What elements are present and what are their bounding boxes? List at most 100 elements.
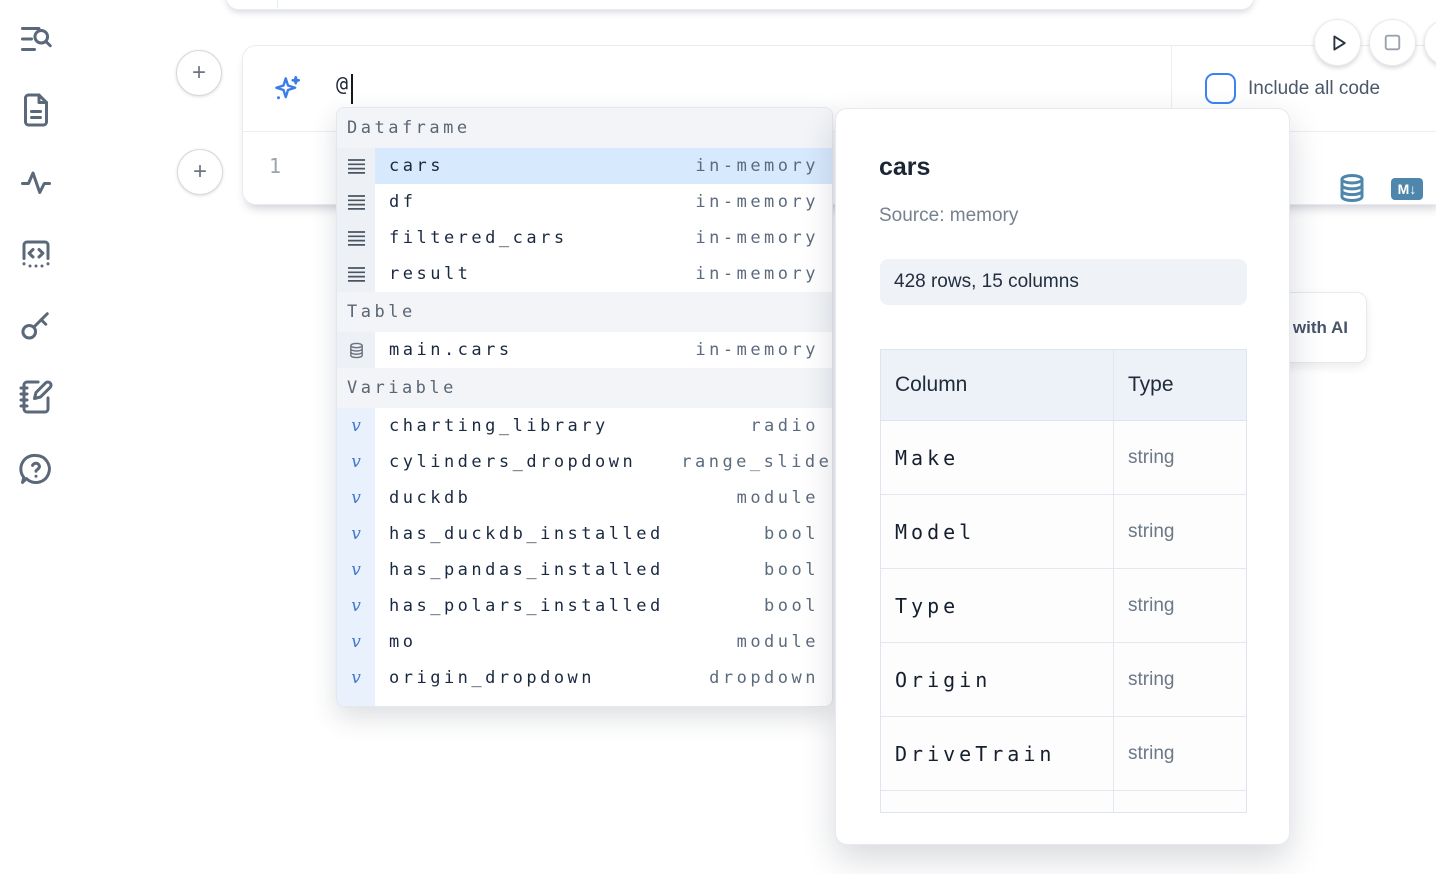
autocomplete-item[interactable]: v mo module xyxy=(337,624,832,660)
variable-icon: v xyxy=(351,488,361,508)
autocomplete-item[interactable]: v cylinders_dropdown range_slider xyxy=(337,444,832,480)
item-name: cars xyxy=(389,156,444,176)
autocomplete-item[interactable]: v has_pandas_installed bool xyxy=(337,552,832,588)
markdown-icon[interactable]: M↓ xyxy=(1391,178,1423,200)
item-type: bool xyxy=(764,596,819,616)
add-cell-button-bottom[interactable]: + xyxy=(177,149,223,195)
autocomplete-item[interactable]: v has_polars_installed bool xyxy=(337,588,832,624)
column-type: string xyxy=(1128,743,1174,765)
item-type: in-memory xyxy=(695,340,819,360)
preview-schema-table: ColumnTypeMakestringModelstringTypestrin… xyxy=(880,349,1247,813)
schema-row-partial xyxy=(881,791,1246,813)
item-name: pd xyxy=(389,704,416,707)
activity-icon[interactable] xyxy=(18,164,54,200)
column-type: string xyxy=(1128,521,1174,543)
run-cell-button[interactable] xyxy=(1314,19,1361,66)
stop-cell-button[interactable] xyxy=(1369,19,1416,66)
column-name: DriveTrain xyxy=(895,742,1055,766)
dataframe-icon xyxy=(347,266,366,283)
previous-cell-card xyxy=(225,0,1255,10)
item-type: range_slider xyxy=(681,452,832,472)
item-type: in-memory xyxy=(695,228,819,248)
document-icon[interactable] xyxy=(18,92,54,128)
notebook-pen-icon[interactable] xyxy=(18,379,54,415)
item-name: cylinders_dropdown xyxy=(389,452,636,472)
database-icon xyxy=(348,342,365,359)
item-type: in-memory xyxy=(695,264,819,284)
column-name: Origin xyxy=(895,668,991,692)
column-type: string xyxy=(1128,447,1174,469)
autocomplete-item[interactable]: filtered_cars in-memory xyxy=(337,220,832,256)
autocomplete-item[interactable]: df in-memory xyxy=(337,184,832,220)
item-name: result xyxy=(389,264,471,284)
variable-icon: v xyxy=(351,524,361,544)
dataframe-icon xyxy=(347,194,366,211)
include-all-code-label: Include all code xyxy=(1248,78,1380,100)
variable-icon: v xyxy=(351,668,361,688)
autocomplete-section-header: Table xyxy=(337,292,832,332)
key-icon[interactable] xyxy=(18,307,54,343)
schema-row: Typestring xyxy=(881,569,1246,643)
item-name: charting_library xyxy=(389,416,609,436)
ai-prompt-input[interactable]: @ xyxy=(336,72,348,96)
item-type: module xyxy=(737,488,819,508)
item-name: df xyxy=(389,192,416,212)
autocomplete-item[interactable]: v pd module xyxy=(337,696,832,707)
preview-shape-badge: 428 rows, 15 columns xyxy=(880,259,1247,305)
item-type: in-memory xyxy=(695,192,819,212)
item-type: dropdown xyxy=(709,668,819,688)
item-name: main.cars xyxy=(389,340,513,360)
variable-icon: v xyxy=(351,632,361,652)
item-name: has_pandas_installed xyxy=(389,560,664,580)
item-type: module xyxy=(737,704,819,707)
schema-row: DriveTrain string xyxy=(881,717,1246,791)
autocomplete-item[interactable]: cars in-memory xyxy=(337,148,832,184)
variable-icon: v xyxy=(351,560,361,580)
autocomplete-item[interactable]: vorigin_dropdowndropdown xyxy=(337,660,832,696)
autocomplete-item[interactable]: v duckdb module xyxy=(337,480,832,516)
column-header: Column xyxy=(881,350,1114,421)
variable-icon: v xyxy=(351,596,361,616)
text-cursor xyxy=(351,74,353,104)
autocomplete-dropdown: Dataframecarsin-memorydfin-memoryfiltere… xyxy=(336,107,833,707)
help-circle-icon[interactable] xyxy=(18,451,54,487)
item-name: has_polars_installed xyxy=(389,596,664,616)
variable-icon: v xyxy=(351,452,361,472)
column-name: Model xyxy=(895,520,975,544)
schema-row: Origin string xyxy=(881,643,1246,717)
item-name: has_duckdb_installed xyxy=(389,524,664,544)
database-icon[interactable] xyxy=(1337,173,1367,203)
item-name: mo xyxy=(389,632,416,652)
column-type: string xyxy=(1128,595,1174,617)
schema-header-row: ColumnType xyxy=(881,350,1246,421)
column-name: Make xyxy=(895,446,959,470)
code-snippets-icon[interactable] xyxy=(18,236,54,272)
autocomplete-item[interactable]: v has_duckdb_installed bool xyxy=(337,516,832,552)
play-icon xyxy=(1325,30,1350,55)
autocomplete-item[interactable]: main.cars in-memory xyxy=(337,332,832,368)
autocomplete-section-header: Dataframe xyxy=(337,108,832,148)
previous-cell-gutter-line xyxy=(277,0,278,8)
add-cell-button-top[interactable]: + xyxy=(176,50,222,96)
item-type: module xyxy=(737,632,819,652)
item-type: bool xyxy=(764,524,819,544)
dataframe-icon xyxy=(347,230,366,247)
item-name: filtered_cars xyxy=(389,228,568,248)
autocomplete-item[interactable]: v charting_library radio xyxy=(337,408,832,444)
include-all-code-checkbox[interactable] xyxy=(1205,73,1236,104)
schema-row: Make string xyxy=(881,421,1246,495)
column-type: string xyxy=(1128,669,1174,691)
dataframe-preview-panel: cars Source: memory 428 rows, 15 columns… xyxy=(835,108,1290,845)
variable-icon: v xyxy=(351,704,361,707)
autocomplete-item[interactable]: result in-memory xyxy=(337,256,832,292)
item-type: bool xyxy=(764,560,819,580)
list-search-icon[interactable] xyxy=(18,21,54,57)
variable-icon: v xyxy=(351,416,361,436)
preview-source: Source: memory xyxy=(879,205,1018,227)
item-name: duckdb xyxy=(389,488,471,508)
item-type: in-memory xyxy=(695,156,819,176)
item-type: radio xyxy=(750,416,819,436)
line-number: 1 xyxy=(253,154,281,178)
stop-icon xyxy=(1380,30,1405,55)
dataframe-icon xyxy=(347,158,366,175)
